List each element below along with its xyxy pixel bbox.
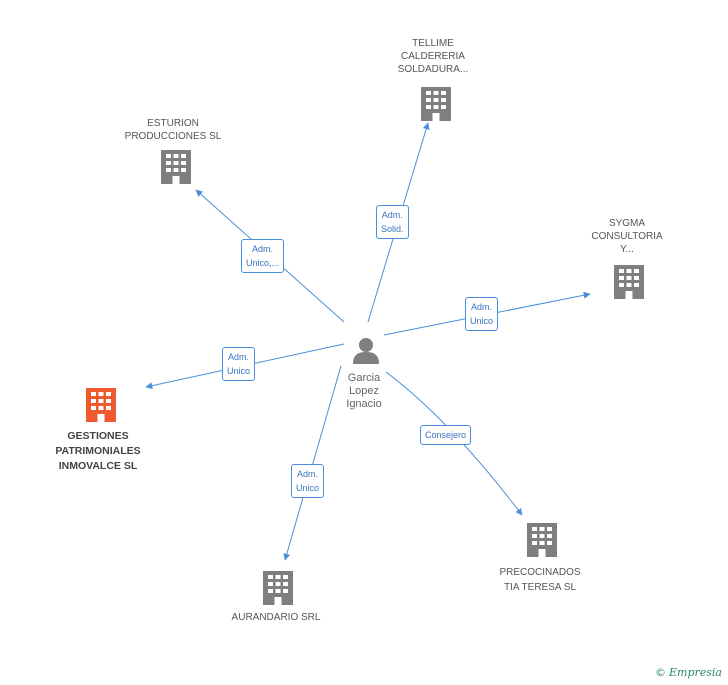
badge-line: Adm. (471, 302, 493, 312)
badge-line: Adm. (252, 244, 274, 254)
label-line: SOLDADURA... (397, 64, 469, 75)
person-label[interactable]: Garcia Lopez Ignacio (346, 372, 381, 411)
label-line: Lopez (349, 385, 379, 397)
label-line: Ignacio (346, 398, 382, 410)
building-icon[interactable] (161, 150, 191, 184)
label-line: PATRIMONIALES (55, 445, 141, 457)
badge-line: Consejero (425, 430, 467, 440)
relation-badge-precocinados[interactable]: Consejero (420, 425, 472, 445)
label-line: SYGMA (608, 218, 646, 229)
person-icon[interactable] (353, 338, 379, 364)
relation-badge-esturion[interactable]: Adm. Unico,... (241, 239, 285, 273)
company-label-precocinados[interactable]: PRECOCINADOS TIA TERESA SL (499, 565, 580, 595)
building-icon[interactable] (614, 265, 644, 299)
company-label-sygma[interactable]: SYGMA CONSULTORIA Y... (591, 217, 662, 256)
company-label-aurandario[interactable]: AURANDARIO SRL (232, 611, 321, 624)
label-line: ESTURION (147, 118, 199, 129)
badge-line: Adm. (228, 352, 250, 362)
company-label-tellime[interactable]: TELLIME CALDERERIA SOLDADURA... (398, 37, 469, 76)
building-icon[interactable] (263, 571, 293, 605)
relation-badge-gestiones[interactable]: Adm. Unico (222, 347, 256, 381)
building-icon-main[interactable] (86, 388, 116, 422)
label-line: TIA TERESA SL (503, 582, 577, 593)
badge-line: Adm. (381, 210, 403, 220)
label-line: CALDERERIA (401, 51, 465, 62)
relation-badge-aurandario[interactable]: Adm. Unico (291, 464, 325, 498)
relation-badge-tellime[interactable]: Adm. Solid. (376, 205, 409, 239)
brand-logo-text: Empresia (669, 666, 722, 679)
building-icon[interactable] (527, 523, 557, 557)
label-line: INMOVALCE SL (58, 460, 138, 472)
copyright-icon: © (655, 666, 666, 679)
label-line: PRECOCINADOS (499, 567, 581, 578)
label-line: CONSULTORIA (591, 231, 663, 242)
edge-aurandario (283, 365, 342, 561)
badge-line: Unico,... (246, 258, 280, 268)
building-icon[interactable] (421, 87, 451, 121)
copyright-brand[interactable]: ©Empresia (655, 666, 722, 679)
badge-line: Unico (227, 366, 251, 376)
label-line: Garcia (347, 372, 381, 384)
label-line: Y... (620, 244, 634, 255)
badge-line: Adm. (297, 469, 319, 479)
badge-line: Solid. (381, 224, 404, 234)
badge-line: Unico (296, 483, 320, 493)
label-line: GESTIONES (67, 430, 129, 442)
badge-line: Unico (470, 316, 494, 326)
label-line: TELLIME (412, 38, 454, 49)
relation-badge-sygma[interactable]: Adm. Unico (465, 297, 499, 331)
label-line: PRODUCCIONES SL (124, 131, 222, 142)
company-label-esturion[interactable]: ESTURION PRODUCCIONES SL (125, 117, 222, 143)
label-line: AURANDARIO SRL (231, 612, 321, 623)
company-label-gestiones[interactable]: GESTIONES PATRIMONIALES INMOVALCE SL (55, 429, 140, 474)
